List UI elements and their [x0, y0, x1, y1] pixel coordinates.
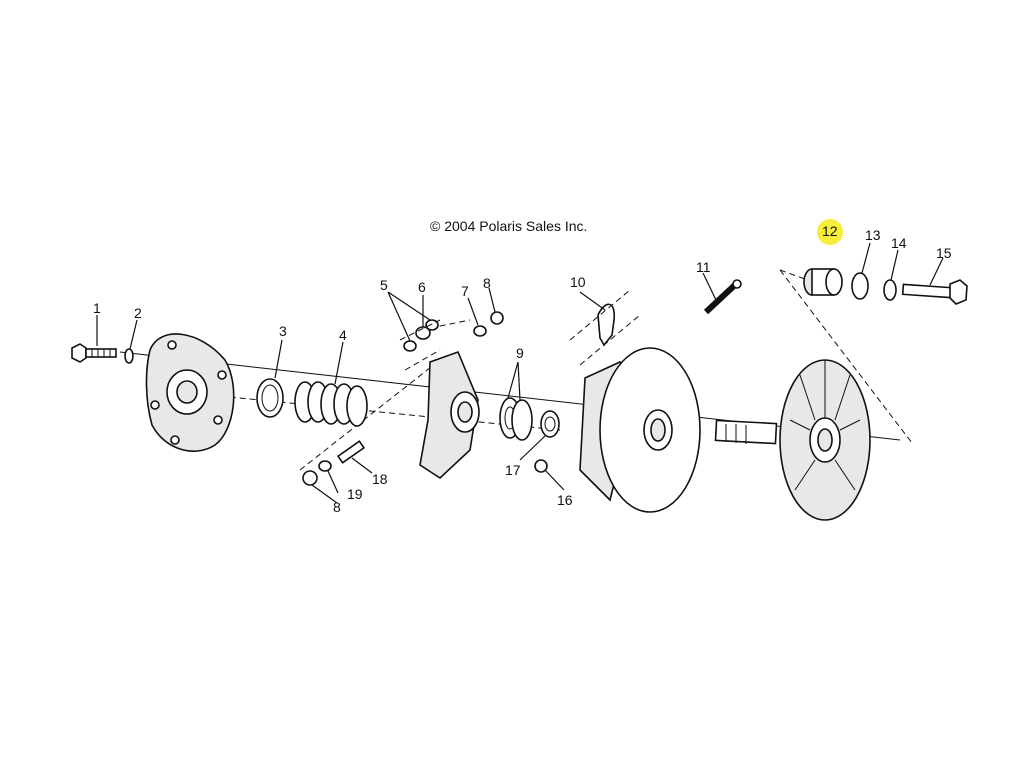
- callout-6[interactable]: 6: [418, 279, 426, 295]
- callout-9[interactable]: 9: [516, 345, 524, 361]
- callout-4[interactable]: 4: [339, 327, 347, 343]
- part-4-spring: [294, 381, 368, 427]
- part-6-bushing: [399, 319, 441, 371]
- callout-10[interactable]: 10: [570, 274, 586, 290]
- part-13-washer: [851, 272, 869, 300]
- copyright-text: © 2004 Polaris Sales Inc.: [430, 218, 587, 234]
- callout-5[interactable]: 5: [380, 277, 388, 293]
- part-16-screw: [534, 459, 548, 473]
- callout-13[interactable]: 13: [865, 227, 881, 243]
- part-15-bolt: [901, 279, 968, 305]
- callout-7[interactable]: 7: [461, 283, 469, 299]
- callout-8-bottom[interactable]: 8: [333, 499, 341, 515]
- part-11-pin: [703, 279, 742, 315]
- callout-2[interactable]: 2: [134, 305, 142, 321]
- callout-17[interactable]: 17: [505, 462, 521, 478]
- part-17-bushing: [540, 410, 560, 438]
- group-12-15-bracket: [779, 269, 913, 444]
- callout-18[interactable]: 18: [372, 471, 388, 487]
- spider-assembly: [419, 350, 480, 480]
- callout-1[interactable]: 1: [93, 300, 101, 316]
- part-19-washer: [318, 460, 332, 472]
- callout-15[interactable]: 15: [936, 245, 952, 261]
- callout-11[interactable]: 11: [696, 259, 711, 275]
- part-8-nut-bottom: [302, 470, 318, 486]
- part-18-pin: [336, 440, 366, 464]
- callout-12[interactable]: 12: [822, 223, 838, 239]
- part-9-rollers: [499, 397, 533, 441]
- movable-sheave: [579, 347, 701, 513]
- callout-labels: 1 2 3 4 5 6 7 8 8 9 10 11 12 13 14 15 16…: [93, 223, 952, 515]
- part-3-bushing: [256, 378, 284, 418]
- lower-axis: [179, 391, 561, 431]
- highlight-circle: [817, 219, 843, 245]
- callout-19[interactable]: 19: [347, 486, 363, 502]
- part-12-spacer: [803, 268, 843, 296]
- callout-16[interactable]: 16: [557, 492, 573, 508]
- part-7-washer: [473, 325, 487, 337]
- part-1-bolt: [71, 343, 117, 363]
- part-14-washer: [883, 279, 897, 301]
- callout-8-top[interactable]: 8: [483, 275, 491, 291]
- callout-14[interactable]: 14: [891, 235, 907, 251]
- fixed-sheave: [714, 359, 871, 521]
- leader-lines: [96, 242, 944, 504]
- callout-3[interactable]: 3: [279, 323, 287, 339]
- part-5-washer: [403, 319, 439, 352]
- part-2-washer: [124, 348, 134, 364]
- part-8-nut-top: [490, 311, 504, 325]
- part-10-weight-arm: [569, 289, 641, 366]
- roller-axis: [419, 319, 471, 331]
- clutch-cover: [145, 333, 235, 452]
